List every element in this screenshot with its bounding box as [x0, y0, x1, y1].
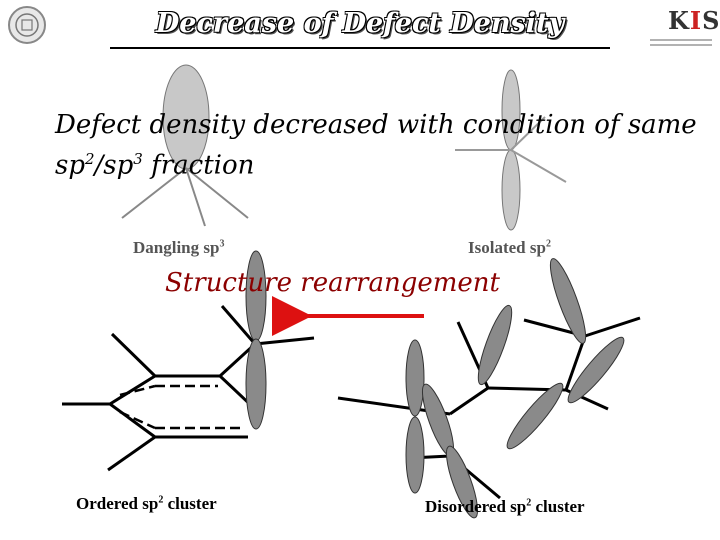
university-seal-logo	[8, 6, 46, 44]
ordered-sp2-cluster	[62, 250, 315, 472]
headline-line-1: Defect density decreased with condition …	[55, 110, 697, 140]
disordered-sp2-cluster-label: Disordered sp2 cluster	[425, 497, 585, 516]
kist-logo-small-print	[650, 39, 712, 46]
isolated-sp2-orbital	[455, 69, 567, 231]
slide-title: Decrease of Defect Density	[155, 8, 565, 39]
ordered-sp2-cluster-label: Ordered sp2 cluster	[76, 494, 217, 513]
kist-logo: KIST	[636, 6, 720, 52]
dangling-sp3-orbital	[121, 64, 249, 227]
structure-rearrangement-label: Structure rearrangement	[165, 268, 500, 298]
disordered-sp2-cluster	[337, 258, 641, 519]
isolated-sp2-label: Isolated sp2	[468, 238, 551, 257]
seal-emblem-icon	[15, 13, 39, 37]
headline-text: Defect density decreased with condition …	[55, 108, 697, 183]
dangling-sp3-label: Dangling sp3	[133, 238, 225, 257]
kist-logo-mark: KIST	[668, 6, 720, 35]
headline-line-2: sp2/sp3 fraction	[55, 150, 255, 181]
title-underline	[110, 47, 610, 49]
